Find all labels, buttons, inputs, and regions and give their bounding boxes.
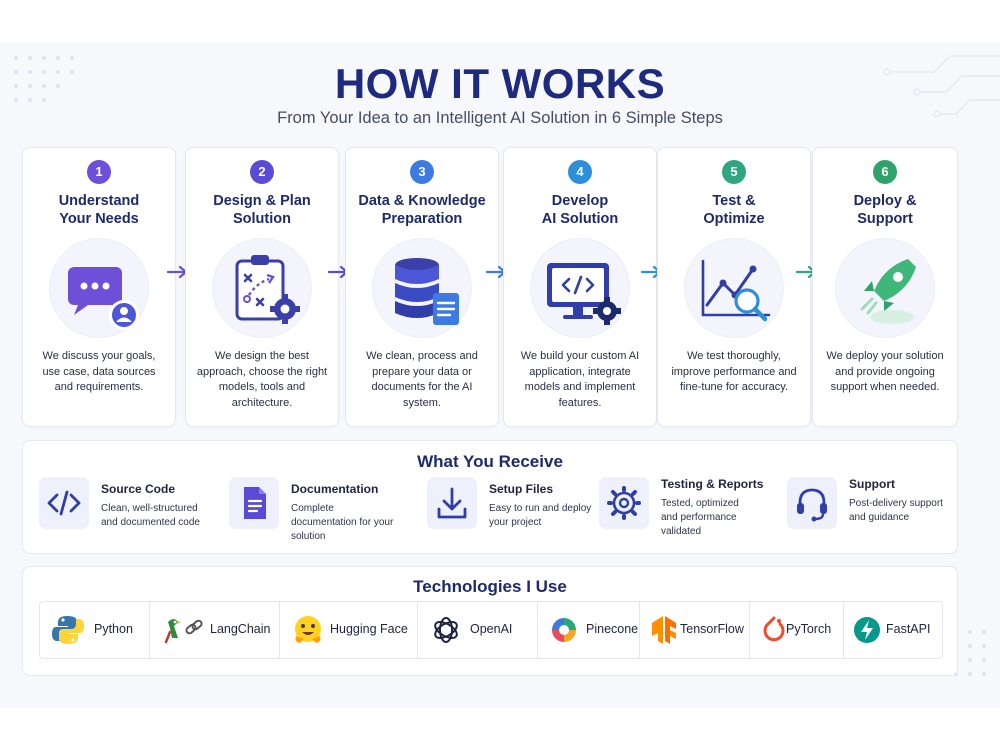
receive-item-desc: Tested, optimized and performance valida…	[661, 498, 739, 537]
receive-item-support: Support Post-delivery support and guidan…	[787, 477, 957, 533]
technologies-panel: Technologies I Use Python LangChain	[22, 566, 958, 676]
tech-item-openai: OpenAI	[418, 602, 538, 658]
receive-item-source-code: Source Code Clean, well-structured and d…	[39, 477, 219, 533]
receive-item-title: Testing & Reports	[661, 477, 764, 491]
step-number-badge: 2	[250, 160, 274, 184]
step-description: We test thoroughly, improve performance …	[671, 350, 797, 393]
page-title: HOW IT WORKS	[334, 60, 666, 107]
tech-item-pinecone: Pinecone	[538, 602, 640, 658]
gear-icon	[599, 477, 649, 529]
tech-label: FastAPI	[886, 622, 931, 636]
step-title: Test &Optimize	[703, 193, 765, 227]
tech-item-tensorflow: TensorFlow	[640, 602, 750, 658]
document-icon	[229, 477, 279, 529]
hugging-face-icon	[295, 616, 321, 643]
receive-panel: What You Receive Source Code Clean, well…	[22, 440, 958, 554]
headset-icon	[787, 477, 837, 529]
step-description: We build your custom AI application, int…	[520, 350, 640, 409]
technologies-title: Technologies I Use	[413, 577, 567, 596]
tensorflow-icon	[652, 616, 676, 644]
receive-item-desc: Clean, well-structured and documented co…	[101, 503, 200, 528]
tech-item-fastapi: FastAPI	[844, 602, 944, 658]
step-number-badge: 4	[568, 160, 592, 184]
step-card-5: 5 Test &Optimize We test thoroughly, imp…	[657, 147, 811, 427]
receive-item-title: Documentation	[291, 482, 379, 496]
python-icon	[52, 616, 84, 644]
code-icon	[39, 477, 89, 529]
database-document-icon	[372, 238, 472, 338]
step-number-badge: 5	[722, 160, 746, 184]
technologies-row: Python LangChain Hugging Face	[39, 601, 943, 659]
tech-label: LangChain	[210, 622, 271, 636]
page-subtitle: From Your Idea to an Intelligent AI Solu…	[277, 109, 723, 127]
receive-item-setup-files: Setup Files Easy to run and deploy your …	[427, 477, 607, 533]
step-description: We design the best approach, choose the …	[196, 350, 328, 409]
step-description: We deploy your solution and provide ongo…	[826, 350, 944, 393]
pytorch-icon	[763, 616, 785, 642]
tech-label: Python	[94, 622, 133, 636]
chart-magnifier-icon	[684, 238, 784, 338]
step-number-badge: 3	[410, 160, 434, 184]
receive-item-title: Source Code	[101, 482, 176, 496]
tech-item-python: Python	[40, 602, 150, 658]
tech-item-langchain: LangChain	[150, 602, 280, 658]
decorative-circuit-lines	[883, 55, 1000, 118]
clipboard-strategy-gear-icon	[212, 238, 312, 338]
step-title: Deploy &Support	[853, 193, 917, 227]
fastapi-icon	[854, 617, 880, 643]
receive-item-desc: Post-delivery support and guidance	[849, 498, 943, 523]
receive-item-title: Setup Files	[489, 482, 554, 496]
receive-item-desc: Complete documentation for your solution	[291, 503, 394, 542]
tech-label: PyTorch	[786, 622, 832, 636]
pinecone-icon	[552, 618, 576, 642]
step-description: We discuss your goals, use case, data so…	[42, 350, 156, 393]
receive-title: What You Receive	[417, 452, 563, 471]
langchain-icon	[164, 619, 203, 644]
tech-label: Hugging Face	[330, 622, 408, 636]
download-icon	[427, 477, 477, 529]
tech-label: OpenAI	[470, 622, 513, 636]
tech-item-hugging-face: Hugging Face	[280, 602, 418, 658]
step-number-badge: 6	[873, 160, 897, 184]
receive-item-testing-reports: Testing & Reports Tested, optimized and …	[599, 477, 779, 537]
tech-item-pytorch: PyTorch	[750, 602, 844, 658]
decorative-dots-left	[14, 56, 94, 116]
tech-label: Pinecone	[586, 622, 639, 636]
monitor-code-gear-icon	[530, 238, 630, 338]
step-description: We clean, process and prepare your data …	[366, 350, 478, 409]
receive-item-title: Support	[849, 477, 895, 491]
tech-label: TensorFlow	[680, 622, 744, 636]
openai-icon	[434, 617, 458, 643]
step-card-6: 6 Deploy &Support We deploy your solutio…	[812, 147, 958, 427]
receive-item-documentation: Documentation Complete documentation for…	[229, 477, 409, 542]
rocket-icon	[835, 238, 935, 338]
step-number-badge: 1	[87, 160, 111, 184]
receive-item-desc: Easy to run and deploy your project	[489, 503, 592, 528]
chat-bubble-user-icon	[49, 238, 149, 338]
